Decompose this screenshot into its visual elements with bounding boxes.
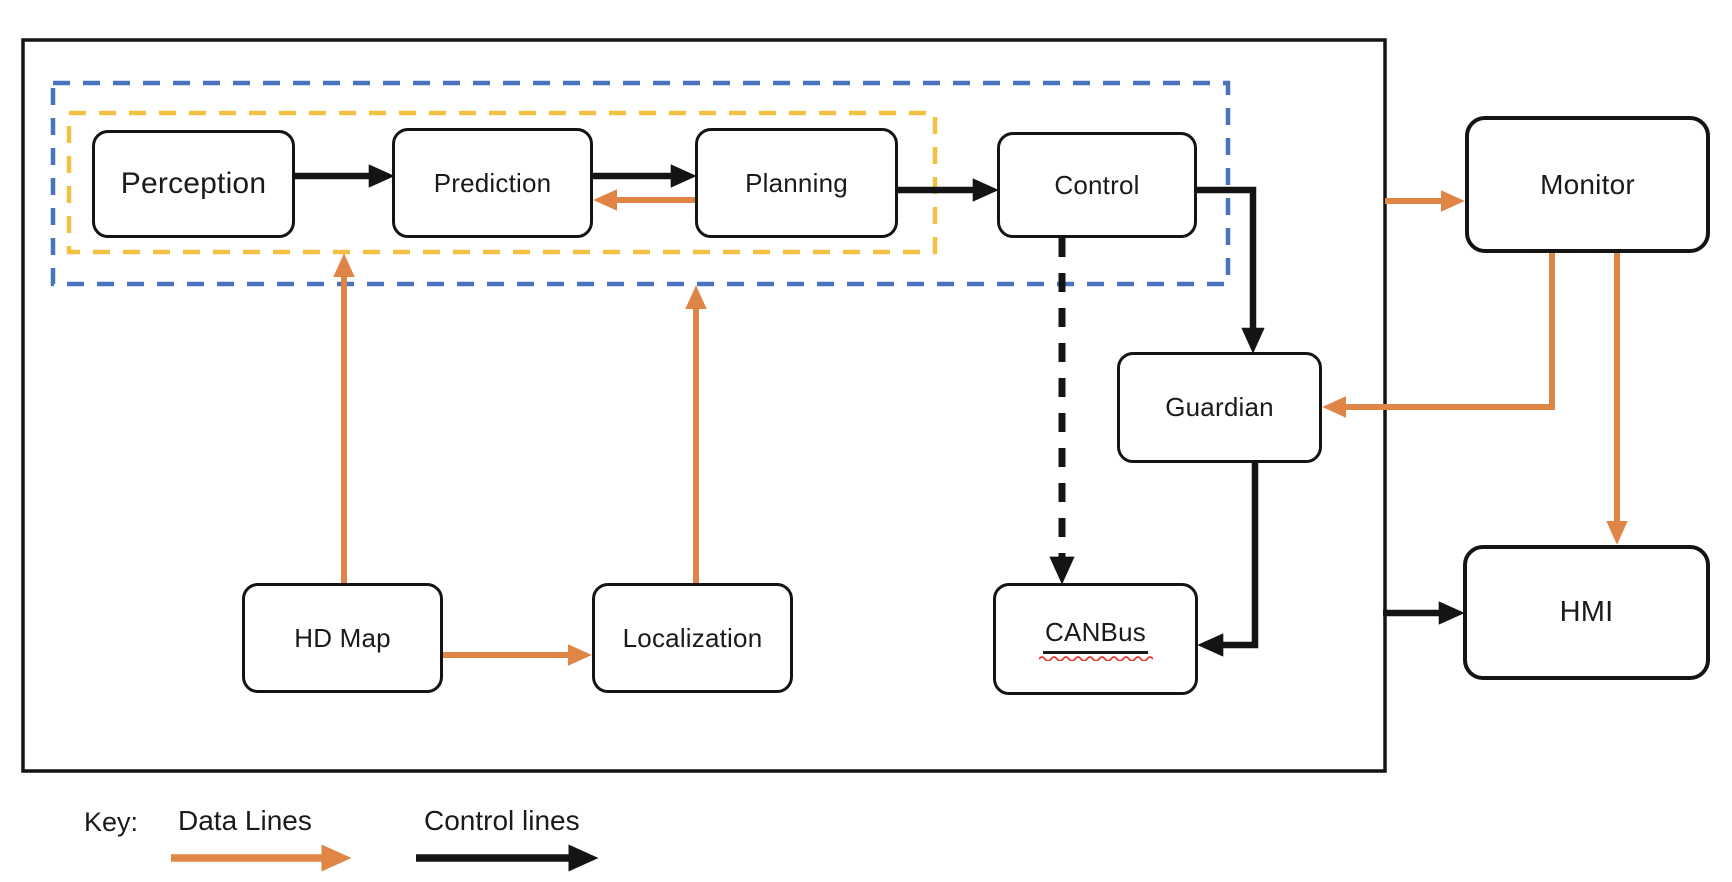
legend-control-lines-label: Control lines: [424, 805, 580, 836]
node-prediction-label: Prediction: [433, 167, 552, 198]
spellcheck-squiggle-icon: [1038, 656, 1153, 661]
legend-data-lines-label: Data Lines: [178, 805, 312, 836]
node-control: Control: [997, 132, 1197, 238]
node-canbus-label: CANBus: [1043, 617, 1148, 654]
node-prediction: Prediction: [392, 128, 593, 238]
node-perception-label: Perception: [120, 167, 267, 200]
arrow-control-to-guardian: [1197, 186, 1265, 354]
node-hdmap: HD Map: [242, 583, 443, 693]
node-monitor: Monitor: [1465, 116, 1710, 253]
node-localization: Localization: [592, 583, 793, 693]
node-hdmap-label: HD Map: [294, 622, 391, 653]
legend-key-label: Key:: [84, 807, 139, 837]
node-canbus: CANBus: [993, 583, 1198, 695]
node-monitor-label: Monitor: [1540, 168, 1635, 200]
node-hmi: HMI: [1463, 545, 1710, 680]
arrow-monitor-to-guardian: [1322, 253, 1555, 418]
arrow-guardian-to-canbus: [1197, 463, 1259, 657]
node-guardian-label: Guardian: [1165, 392, 1274, 422]
node-localization-label: Localization: [622, 622, 763, 653]
node-planning: Planning: [695, 128, 898, 238]
node-guardian: Guardian: [1117, 352, 1322, 463]
node-control-label: Control: [1054, 169, 1140, 200]
node-perception: Perception: [92, 130, 295, 238]
outer-dashed-group: [50, 80, 1231, 287]
inner-dashed-group: [66, 110, 938, 255]
node-hmi-label: HMI: [1559, 596, 1614, 628]
node-planning-label: Planning: [745, 167, 848, 198]
